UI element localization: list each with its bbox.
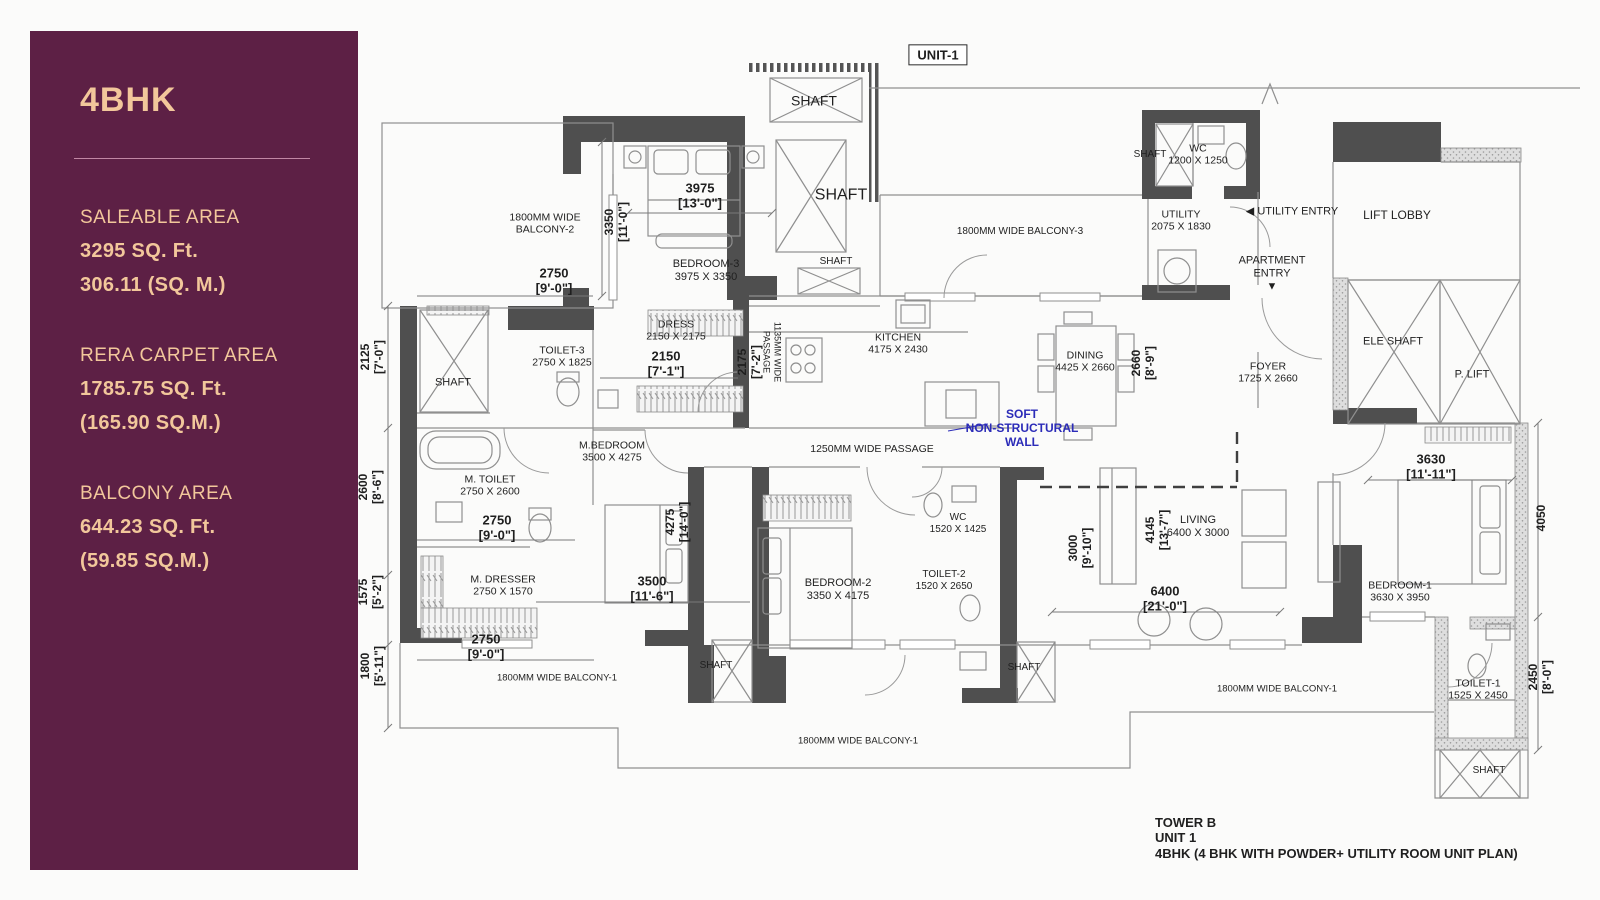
dimension-lines [383,137,1543,755]
balcony-area-section: BALCONY AREA 644.23 SQ. Ft. (59.85 SQ.M.… [80,483,358,573]
section-value: (165.90 SQ.M.) [80,412,221,434]
furniture [419,125,1515,701]
section-label: RERA CARPET AREA [80,345,278,366]
door-swings [503,206,1493,696]
section-value: 1785.75 SQ. Ft. [80,378,227,400]
section-value: 3295 SQ. Ft. [80,240,199,262]
sidebar: 4BHK SALEABLE AREA 3295 SQ. Ft. 306.11 (… [30,31,358,870]
soft-wall [947,423,1239,489]
section-value: 306.11 (SQ. M.) [80,274,226,296]
divider [74,158,310,159]
section-value: 644.23 SQ. Ft. [80,516,216,538]
toothed-walls [748,63,880,202]
plan-type-title: 4BHK [80,81,177,119]
saleable-area-section: SALEABLE AREA 3295 SQ. Ft. 306.11 (SQ. M… [80,207,358,297]
hatched-walls [1332,147,1529,751]
rera-carpet-area-section: RERA CARPET AREA 1785.75 SQ. Ft. (165.90… [80,345,358,435]
room-outlines [381,82,1580,799]
section-value: (59.85 SQ.M.) [80,550,210,572]
section-label: SALEABLE AREA [80,207,240,228]
section-label: BALCONY AREA [80,483,233,504]
structural-walls [400,110,1441,703]
shaft-boxes [419,77,1521,799]
window-sills [461,194,1426,650]
